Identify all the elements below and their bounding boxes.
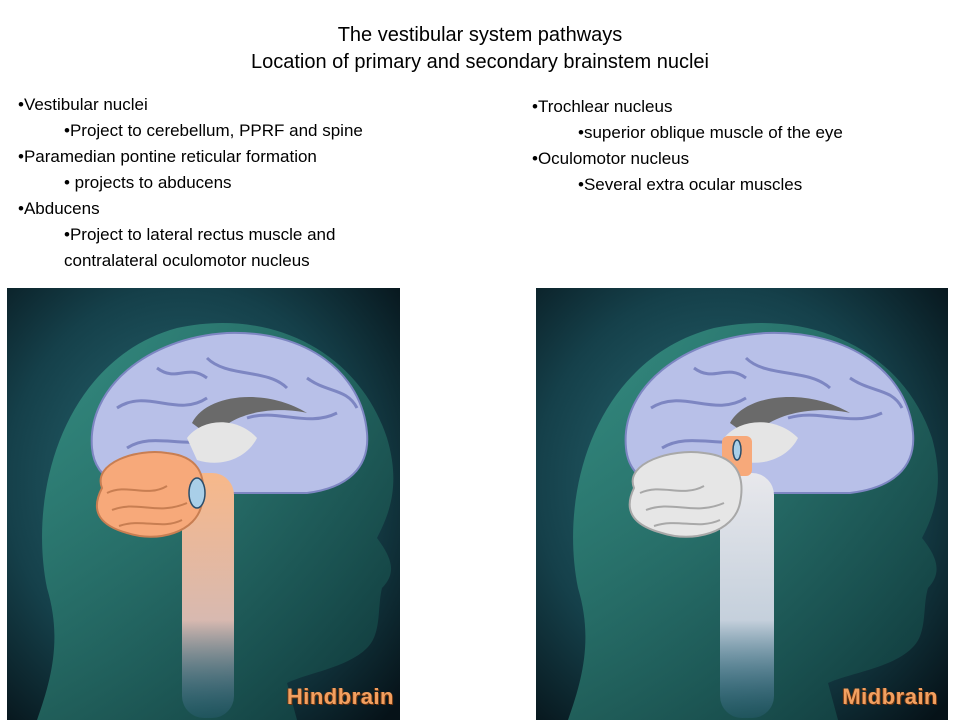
midbrain-illustration: Midbrain (536, 288, 948, 720)
midbrain-head-svg (536, 288, 948, 720)
slide-title: The vestibular system pathways Location … (0, 22, 960, 76)
bullet-projects-abducens: • projects to abducens (64, 173, 232, 192)
title-line-2: Location of primary and secondary brains… (250, 51, 710, 73)
bullet-extra-ocular: •Several extra ocular muscles (578, 175, 803, 194)
oculomotor-nucleus-marker (732, 439, 742, 461)
hindbrain-head-svg (7, 288, 400, 720)
bullet-abducens: •Abducens (18, 199, 100, 218)
hindbrain-illustration: Hindbrain (7, 288, 400, 720)
title-line-1: The vestibular system pathways (337, 24, 623, 46)
bullet-trochlear-nucleus: •Trochlear nucleus (532, 97, 673, 116)
bullet-lateral-rectus: •Project to lateral rectus muscle and (64, 225, 336, 244)
midbrain-label: Midbrain (842, 684, 938, 709)
bullet-pprf: •Paramedian pontine reticular formation (18, 147, 317, 166)
vestibular-nucleus-marker (188, 477, 206, 509)
bullet-superior-oblique: •superior oblique muscle of the eye (578, 123, 843, 142)
bullet-project-cerebellum: •Project to cerebellum, PPRF and spine (64, 121, 363, 140)
bullet-vestibular-nuclei: •Vestibular nuclei (18, 95, 148, 114)
right-bullet-list: •Trochlear nucleus •superior oblique mus… (532, 94, 952, 198)
hindbrain-label: Hindbrain (286, 684, 394, 709)
left-bullet-list: •Vestibular nuclei •Project to cerebellu… (18, 92, 488, 274)
bullet-lateral-rectus-cont: contralateral oculomotor nucleus (64, 251, 310, 270)
bullet-oculomotor-nucleus: •Oculomotor nucleus (532, 149, 690, 168)
